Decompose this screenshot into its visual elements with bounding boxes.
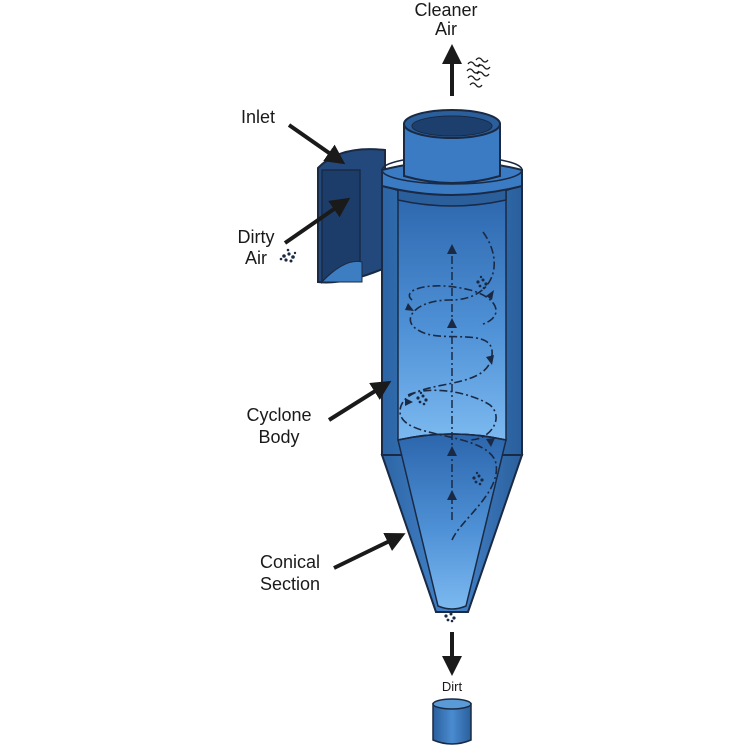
updraft-arrow-4 (447, 490, 457, 500)
updraft-arrow-1 (447, 244, 457, 254)
outlet-pipe (403, 109, 501, 184)
swirl-arrow-2 (405, 303, 414, 311)
updraft-arrow-3 (447, 446, 457, 456)
label-arrows (283, 44, 462, 676)
dust-cluster-inlet (279, 248, 297, 263)
swirl-arrow-3 (486, 355, 494, 365)
dirt-label: Dirt (442, 679, 463, 694)
swirl-arrow-4 (405, 398, 413, 406)
cyclone-body-arrow (327, 380, 392, 422)
flow-direction-arrows (405, 290, 495, 447)
dirty-air-label-line1: Dirty (238, 227, 275, 247)
conical-section-arrow (333, 532, 406, 570)
cleaner-air-label-line2: Air (435, 19, 457, 39)
swirl-arrow-1 (486, 290, 494, 300)
updraft-arrow-2 (447, 318, 457, 328)
swirl-flow-path (399, 231, 498, 541)
conical-section-label-line2: Section (260, 574, 320, 594)
inlet-label: Inlet (241, 107, 275, 127)
dust-cluster-outlet (444, 612, 456, 623)
inlet-arrow (287, 123, 346, 165)
dust-cluster-3 (472, 471, 484, 486)
dirt-bin (432, 698, 472, 745)
clean-air-wisps-icon (466, 57, 491, 88)
cyclone-body-label-line1: Cyclone (246, 405, 311, 425)
dirty-air-arrow (283, 197, 351, 245)
central-updraft (447, 244, 457, 520)
swirl-arrow-5 (486, 438, 495, 447)
inlet-duct (317, 148, 386, 284)
dust-particles (279, 248, 488, 623)
conical-section-label-line1: Conical (260, 552, 320, 572)
dust-cluster-2 (416, 391, 428, 406)
dirty-air-label-line2: Air (245, 248, 267, 268)
cyclone-body-label-line2: Body (258, 427, 299, 447)
cleaner-air-label-line1: Cleaner (414, 0, 477, 20)
dust-cluster-1 (476, 275, 488, 290)
